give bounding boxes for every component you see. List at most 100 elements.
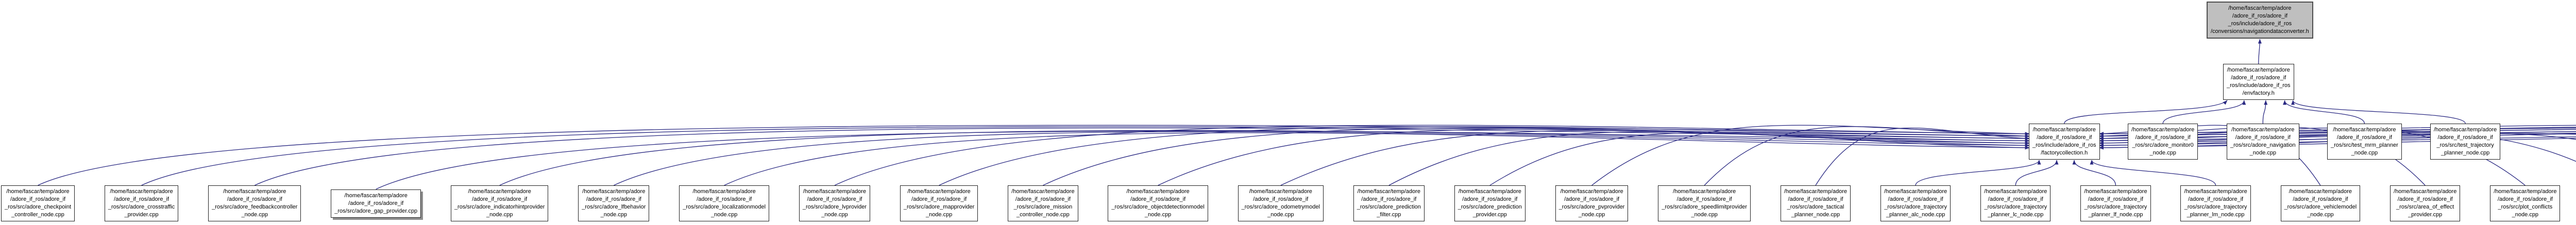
graph-node-test-mrm-planner-node-cpp[interactable]: /home/fascar/temp/adore/adore_if_ros/ado… (2327, 124, 2402, 160)
graph-node-path-line: _ros/src/adore_vehiclemodel (2284, 204, 2357, 210)
include-edge (499, 130, 2030, 186)
graph-node-plot-conflicts-node-cpp[interactable]: /home/fascar/temp/adore/adore_if_ros/ado… (2490, 185, 2561, 221)
graph-node-path-line: /adore_if_ros/adore_if (1462, 196, 1518, 202)
graph-node-path-line: /home/fascar/temp/adore (2032, 127, 2096, 133)
graph-node-path-line: _ros/src/adore_speedlimitprovider (1662, 204, 1748, 210)
graph-node-path-line: /home/fascar/temp/adore (223, 188, 286, 195)
include-edge (1704, 126, 2030, 186)
graph-node-adore-gap-provider-cpp[interactable]: /home/fascar/temp/adore/adore_if_ros/ado… (331, 189, 421, 218)
graph-node-path-line: /home/fascar/temp/adore (1357, 188, 1420, 195)
graph-node-adore-trajectory-planner-lf-node-cpp[interactable]: /home/fascar/temp/adore/adore_if_ros/ado… (2080, 185, 2151, 221)
graph-node-adore-pvprovider-node-cpp[interactable]: /home/fascar/temp/adore/adore_if_ros/ado… (1555, 185, 1629, 221)
graph-node-path-line: _ros/src/adore_trajectory (2084, 204, 2147, 210)
include-edge (376, 130, 2030, 190)
graph-node-adore-prediction-filter-cpp[interactable]: /home/fascar/temp/adore/adore_if_ros/ado… (1353, 185, 1425, 221)
graph-node-path-line: /home/fascar/temp/adore (2434, 127, 2497, 133)
include-edge (939, 126, 2030, 186)
graph-node-adore-checkpoint-controller-node-cpp[interactable]: /home/fascar/temp/adore/adore_if_ros/ado… (1, 185, 75, 221)
graph-node-adore-monitor0-node-cpp[interactable]: /home/fascar/temp/adore/adore_if_ros/ado… (2128, 124, 2198, 160)
graph-node-path-line: /adore_if_ros/adore_if (1788, 196, 1843, 202)
graph-node-path-line: _ros/include/adore_if_ros (2032, 142, 2096, 148)
graph-node-path-line: _ros/src/adore_localizationmodel (683, 204, 766, 210)
include-edge (1915, 160, 2041, 186)
include-edge (38, 125, 2030, 186)
graph-node-path-line: _ros/src/adore_trajectory (1884, 204, 1947, 210)
graph-node-path-line: /conversions/navigationdataconverter.h (2211, 28, 2309, 34)
graph-node-path-line: /adore_if_ros/adore_if (2232, 13, 2287, 19)
graph-node-path-line: /adore_if_ros/adore_if (1676, 196, 1732, 202)
graph-node-path-line: _ros/src/adore_objectdetectionmodel (1111, 204, 1205, 210)
include-edge (1591, 125, 2030, 186)
graph-node-path-line: /home/fascar/temp/adore (2394, 188, 2457, 195)
graph-node-path-line: /home/fascar/temp/adore (803, 188, 867, 195)
graph-node-path-line: /home/fascar/temp/adore (1984, 188, 2047, 195)
graph-node-path-line: _ros/src/adore_lfbehavior (582, 204, 646, 210)
graph-node-adore-crosstraffic-provider-cpp[interactable]: /home/fascar/temp/adore/adore_if_ros/ado… (104, 185, 179, 221)
graph-node-path-line: /home/fascar/temp/adore (1126, 188, 1190, 195)
graph-node-adore-trajectory-planner-lc-node-cpp[interactable]: /home/fascar/temp/adore/adore_if_ros/ado… (1980, 185, 2051, 221)
include-edge (1043, 127, 2030, 186)
graph-node-adore-objectdetectionmodel-node-cpp[interactable]: /home/fascar/temp/adore/adore_if_ros/ado… (1108, 185, 1208, 221)
graph-node-path-line: /home/fascar/temp/adore (6, 188, 70, 195)
graph-node-path-line: _node.cpp (821, 212, 848, 218)
graph-node-adore-mission-controller-node-cpp[interactable]: /home/fascar/temp/adore/adore_if_ros/ado… (1008, 185, 1078, 221)
graph-node-path-line: _ros/src/adore_crosstraffic (108, 204, 175, 210)
graph-node-path-line: _ros/include/adore_if_ros (2228, 21, 2292, 27)
graph-node-adore-indicatorhintprovider-node-cpp[interactable]: /home/fascar/temp/adore/adore_if_ros/ado… (450, 185, 549, 221)
graph-node-path-line: _planner_node.cpp (2441, 150, 2490, 156)
graph-node-adore-odometrymodel-node-cpp[interactable]: /home/fascar/temp/adore/adore_if_ros/ado… (1238, 185, 1324, 221)
graph-node-adore-vehiclemodel-node-cpp[interactable]: /home/fascar/temp/adore/adore_if_ros/ado… (2280, 185, 2361, 221)
graph-node-adore-navigation-node-cpp[interactable]: /home/fascar/temp/adore/adore_if_ros/ado… (2227, 124, 2299, 160)
graph-node-path-line: /adore_if_ros/adore_if (2437, 134, 2493, 141)
graph-node-path-line: _node.cpp (2249, 150, 2276, 156)
graph-node-path-line: /adore_if_ros/adore_if (1888, 196, 1943, 202)
graph-node-adore-feedbackcontroller-node-cpp[interactable]: /home/fascar/temp/adore/adore_if_ros/ado… (208, 185, 301, 221)
graph-node-path-line: _ros/src/adore_odometrymodel (1241, 204, 1320, 210)
graph-node-path-line: /home/fascar/temp/adore (344, 192, 408, 199)
graph-node-path-line: /home/fascar/temp/adore (907, 188, 971, 195)
graph-node-path-line: /adore_if_ros/adore_if (2497, 196, 2553, 202)
graph-node-path-line: _planner_lc_node.cpp (1988, 212, 2044, 218)
graph-node-adore-lvprovider-node-cpp[interactable]: /home/fascar/temp/adore/adore_if_ros/ado… (799, 185, 871, 221)
include-edge (1388, 131, 2030, 186)
include-edge (724, 132, 2030, 186)
graph-node-path-line: _ros/src/adore_checkpoint (5, 204, 72, 210)
graph-node-factorycollection-h[interactable]: /home/fascar/temp/adore/adore_if_ros/ado… (2029, 124, 2100, 160)
graph-node-adore-prediction-provider-cpp[interactable]: /home/fascar/temp/adore/adore_if_ros/ado… (1454, 185, 1526, 221)
graph-node-path-line: _node.cpp (2512, 212, 2539, 218)
graph-node-path-line: /adore_if_ros/adore_if (2336, 134, 2392, 141)
graph-node-path-line: _node.cpp (2307, 212, 2334, 218)
graph-node-adore-mapprovider-node-cpp[interactable]: /home/fascar/temp/adore/adore_if_ros/ado… (900, 185, 978, 221)
graph-node-adore-speedlimitprovider-node-cpp[interactable]: /home/fascar/temp/adore/adore_if_ros/ado… (1658, 185, 1751, 221)
graph-node-path-line: _ros/src/area_of_effect (2396, 204, 2454, 210)
graph-node-adore-tactical-planner-node-cpp[interactable]: /home/fascar/temp/adore/adore_if_ros/ado… (1780, 185, 1851, 221)
include-edge (2090, 160, 2216, 186)
graph-node-path-line: /home/fascar/temp/adore (2333, 127, 2396, 133)
include-edge (2258, 39, 2262, 64)
graph-node-adore-trajectory-planner-alc-node-cpp[interactable]: /home/fascar/temp/adore/adore_if_ros/ado… (1880, 185, 1951, 221)
graph-node-path-line: /adore_if_ros/adore_if (2293, 196, 2348, 202)
graph-node-path-line: /adore_if_ros/adore_if (348, 200, 404, 206)
graph-node-path-line: /home/fascar/temp/adore (1249, 188, 1312, 195)
graph-node-path-line: /home/fascar/temp/adore (2289, 188, 2352, 195)
graph-node-path-line: _ros/include/adore_if_ros (2227, 82, 2291, 89)
graph-node-area-of-effect-provider-cpp[interactable]: /home/fascar/temp/adore/adore_if_ros/ado… (2390, 185, 2461, 221)
graph-node-path-line: /adore_if_ros/adore_if (1988, 196, 2043, 202)
graph-node-path-line: /adore_if_ros/adore_if (2231, 75, 2286, 81)
graph-node-path-line: /adore_if_ros/adore_if (1015, 196, 1071, 202)
include-edge (2064, 100, 2228, 124)
graph-node-adore-trajectory-planner-lm-node-cpp[interactable]: /home/fascar/temp/adore/adore_if_ros/ado… (2180, 185, 2251, 221)
include-edge (2262, 100, 2268, 124)
include-edge (2291, 100, 2466, 124)
graph-node-test-trajectory-planner-node-cpp[interactable]: /home/fascar/temp/adore/adore_if_ros/ado… (2430, 124, 2501, 160)
graph-node-adore-lfbehavior-node-cpp[interactable]: /home/fascar/temp/adore/adore_if_ros/ado… (578, 185, 650, 221)
graph-node-path-line: /home/fascar/temp/adore (692, 188, 756, 195)
include-edge (1158, 129, 2030, 186)
graph-node-adore-localizationmodel-node-cpp[interactable]: /home/fascar/temp/adore/adore_if_ros/ado… (679, 185, 770, 221)
graph-node-path-line: /adore_if_ros/adore_if (2088, 196, 2143, 202)
graph-node-navigationdataconverter-h[interactable]: /home/fascar/temp/adore/adore_if_ros/ado… (2207, 2, 2313, 39)
include-edge (2162, 100, 2246, 124)
graph-node-path-line: /home/fascar/temp/adore (2494, 188, 2557, 195)
graph-node-envfactory-h[interactable]: /home/fascar/temp/adore/adore_if_ros/ado… (2223, 64, 2294, 100)
graph-node-path-line: /factorycollection.h (2041, 150, 2088, 156)
